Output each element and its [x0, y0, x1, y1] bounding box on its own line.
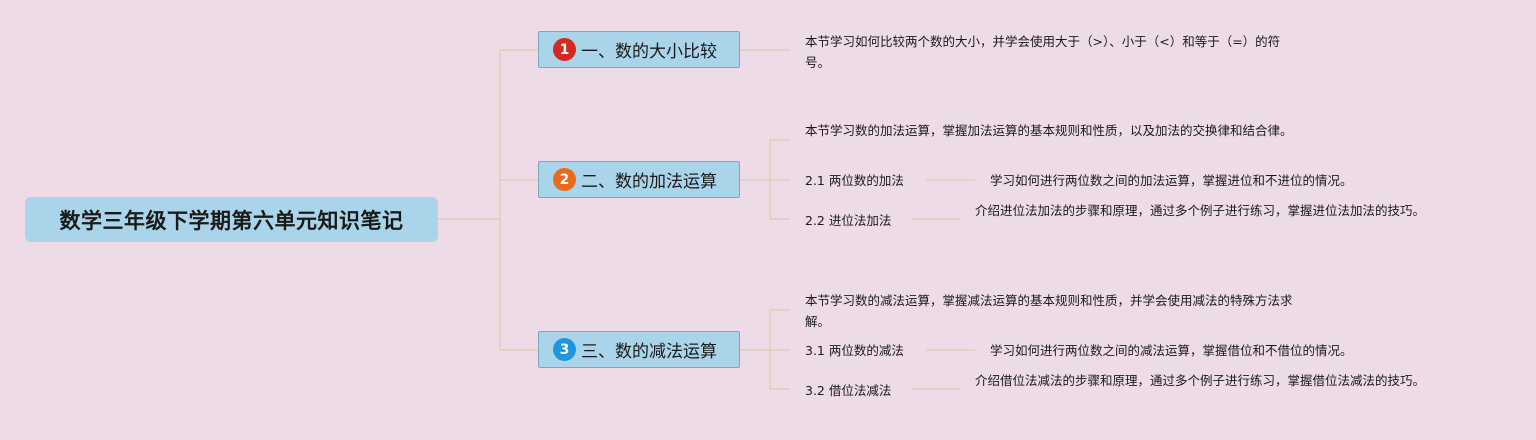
subtopic-2-1-description: 学习如何进行两位数之间的加法运算，掌握进位和不进位的情况。 [990, 173, 1353, 188]
subtopic-3-1-description: 学习如何进行两位数之间的减法运算，掌握借位和不借位的情况。 [990, 343, 1353, 358]
branch-title: 三、数的减法运算 [581, 342, 717, 362]
subtopic-2-2-title[interactable]: 2.2 进位法加法 [805, 213, 892, 228]
root-topic[interactable]: 数学三年级下学期第六单元知识笔记 [25, 197, 438, 242]
subtopic-3-2-title[interactable]: 3.2 借位法减法 [805, 383, 892, 398]
subtopic-2-2-description: 介绍进位法加法的步骤和原理，通过多个例子进行练习，掌握进位法加法的技巧。 [975, 203, 1426, 218]
subtopic-3-2-description: 介绍借位法减法的步骤和原理，通过多个例子进行练习，掌握借位法减法的技巧。 [975, 373, 1426, 388]
branch-title: 二、数的加法运算 [581, 172, 717, 192]
branch-2[interactable]: 2 二、数的加法运算 [538, 161, 740, 198]
branch-3[interactable]: 3 三、数的减法运算 [538, 331, 740, 368]
subtopic-2-1-title[interactable]: 2.1 两位数的加法 [805, 173, 904, 188]
number-badge-icon: 2 [553, 168, 576, 191]
number-badge-icon: 1 [553, 38, 576, 61]
branch-2-description: 本节学习数的加法运算，掌握加法运算的基本规则和性质，以及加法的交换律和结合律。 [805, 123, 1293, 138]
root-title: 数学三年级下学期第六单元知识笔记 [59, 208, 404, 233]
number-badge-icon: 3 [553, 338, 576, 361]
branch-title: 一、数的大小比较 [581, 42, 717, 62]
branch-1-description: 本节学习如何比较两个数的大小，并学会使用大于（>）、小于（<）和等于（=）的符号… [805, 34, 1281, 70]
subtopic-3-1-title[interactable]: 3.1 两位数的减法 [805, 343, 904, 358]
branch-1[interactable]: 1 一、数的大小比较 [538, 31, 740, 68]
branch-3-description: 本节学习数的减法运算，掌握减法运算的基本规则和性质，并学会使用减法的特殊方法求解… [805, 293, 1293, 329]
